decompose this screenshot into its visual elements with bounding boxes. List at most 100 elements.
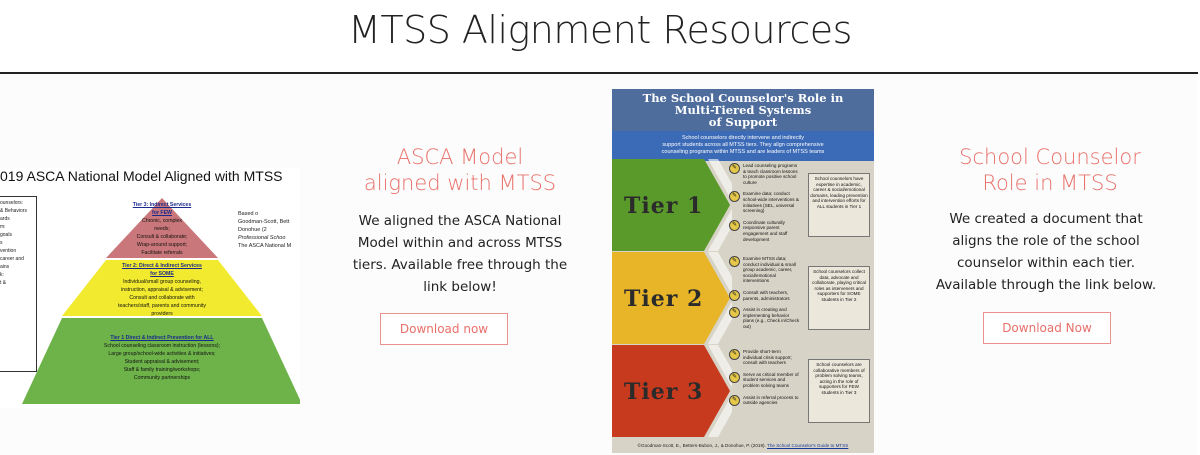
counselor-role-title-line2: Role in MTSS [982, 171, 1118, 195]
pyramid-left-line: vention [0, 248, 17, 254]
tier-roles-list: ✎Examine MTSS data; conduct individual &… [729, 256, 801, 336]
tier-role-item: ✎Lead counseling programs & teach classr… [729, 163, 801, 185]
tier-role-item: ✎Assist in creating and implementing beh… [729, 307, 801, 329]
tier-summary: School counselors collect data, advocate… [808, 266, 870, 330]
pyramid-citation-line: Professional Schoo [238, 235, 286, 241]
tier-arrow-shape [612, 252, 732, 344]
tier-summary: School counselors have expertise in acad… [808, 173, 870, 237]
tier-role-text: Consult with teachers, parents, administ… [743, 289, 790, 301]
pencil-icon: ✎ [729, 191, 740, 203]
asca-model-description-line: link below! [423, 279, 497, 295]
tier1-line: Student appraisal & advisement; [124, 359, 200, 365]
infographic-tier-1: Tier 1✎Lead counseling programs & teach … [612, 159, 874, 251]
tier-role-text: Examine MTSS data; conduct individual & … [743, 256, 796, 284]
tier-role-text: Assist in referral process to outside ag… [743, 394, 799, 406]
tier-arrow-fill [612, 345, 730, 437]
pyramid-tier3-text: Tier 3: Indirect Services for FEW Chroni… [112, 201, 212, 257]
tier-arrow-chevron [708, 159, 732, 251]
asca-model-download-button[interactable]: Download now [380, 313, 508, 345]
pyramid-citation-line: The ASCA National M [238, 243, 292, 249]
tier-roles-list: ✎Lead counseling programs & teach classr… [729, 163, 801, 248]
tier1-heading: Tier 1 Direct & Indirect Prevention for … [110, 335, 214, 341]
pyramid-left-line: t & [0, 280, 7, 286]
tier-role-text: Examine data; conduct school-wide interv… [743, 191, 799, 214]
tier-role-item: ✎Consult with teachers, parents, adminis… [729, 289, 801, 301]
tier2-line: Consult and collaborate with [129, 295, 195, 301]
pyramid-left-line: ards [0, 216, 10, 222]
tier1-line: Large group/school-wide activities & ini… [108, 351, 216, 357]
asca-model-title: ASCA Model aligned with MTSS [330, 144, 590, 196]
pyramid-tier2 [62, 260, 262, 316]
tier3-line: Consult & collaborate; [136, 234, 188, 240]
tier2-line: instruction, appraisal & advisement; [121, 287, 203, 293]
tier-arrow-shape [612, 159, 732, 251]
counselor-role-description-line: counselor within each tier. [956, 255, 1136, 271]
tier-role-item: ✎Coordinate culturally responsive parent… [729, 219, 801, 242]
infographic-tier-2: Tier 2✎Examine MTSS data; conduct indivi… [612, 252, 874, 344]
tier3-heading: Tier 3: Indirect Services [132, 202, 192, 208]
pencil-icon: ✎ [729, 394, 740, 406]
tier-role-item: ✎Assist in referral process to outside a… [729, 394, 801, 406]
pyramid-left-line: ounselors: [0, 200, 24, 206]
pyramid-title: 019 ASCA National Model Aligned with MTS… [0, 168, 283, 184]
tier-role-text: Coordinate culturally responsive parent … [743, 219, 788, 242]
tier-arrow-fill [612, 252, 730, 344]
tier-role-item: ✎Serve as critical member of student ser… [729, 371, 801, 389]
tier-role-item: ✎Examine MTSS data; conduct individual &… [729, 256, 801, 284]
pyramid-citation-line: Donohue (2 [238, 227, 267, 233]
tier3-line: needs; [154, 226, 170, 232]
tier1-line: Staff & family training/workshops; [123, 367, 201, 373]
pyramid-left-line: goals [0, 232, 12, 238]
counselor-role-title-line1: School Counselor [959, 145, 1141, 169]
tier3-line: Wrap-around support; [136, 242, 188, 248]
tier-summary: School counselors are collaborative memb… [808, 359, 870, 423]
tier-role-text: Lead counseling programs & teach classro… [743, 163, 798, 185]
tier1-line: School counseling classroom instruction … [103, 343, 221, 349]
tier-arrow-fill [612, 159, 730, 251]
tier3-line: Facilitate referrals [141, 250, 183, 256]
pyramid-citation-line: Goodman-Scott, Bett [238, 219, 290, 225]
pyramid-left-line: s [0, 240, 3, 246]
tier-label: Tier 2 [624, 286, 704, 312]
pyramid-tier1 [22, 318, 300, 404]
counselor-role-download-button[interactable]: Download Now [983, 312, 1111, 344]
infographic-title-line: Multi-Tiered Systems [674, 103, 812, 117]
asca-model-description-line: Model within and across MTSS [357, 235, 563, 251]
pencil-icon: ✎ [729, 349, 740, 360]
infographic-footer: ©Goodman-Scott, E., Betters-Bubon, J., &… [612, 439, 874, 453]
tier3-line: Chronic, complex [141, 218, 183, 224]
infographic-tier-3: Tier 3✎Provide short-term individual cri… [612, 345, 874, 437]
infographic-subtitle: School counselors directly intervene and… [612, 131, 874, 161]
asca-model-title-line1: ASCA Model [396, 145, 524, 169]
infographic-subtitle-line: School counselors directly intervene and… [682, 135, 804, 141]
asca-model-title-line2: aligned with MTSS [363, 171, 557, 195]
tier2-line: Individual/small group counseling, [123, 279, 201, 285]
tier2-heading: Tier 2: Direct & Indirect Services [122, 263, 202, 269]
page-title: MTSS Alignment Resources [348, 8, 852, 52]
tier-arrow-chevron [708, 345, 732, 437]
tier-arrow-chevron [708, 252, 732, 344]
tier-label: Tier 3 [624, 379, 704, 405]
counselor-role-description-line: aligns the role of the school [952, 233, 1140, 249]
pencil-icon: ✎ [729, 256, 740, 267]
pencil-icon: ✎ [729, 163, 740, 174]
pencil-icon: ✎ [729, 289, 740, 301]
pyramid-left-line: ains [0, 264, 10, 270]
tier1-line: Community partnerships [133, 375, 191, 381]
infographic-subtitle-line: support students across all MTSS tiers. … [662, 142, 824, 148]
tier-roles-list: ✎Provide short-term individual crisis su… [729, 349, 801, 412]
tier-role-text: Serve as critical member of student serv… [743, 371, 799, 388]
infographic-footer-citation: ©Goodman-Scott, E., Betters-Bubon, J., &… [637, 443, 766, 448]
infographic-title-line: The School Counselor's Role in [642, 91, 844, 105]
counselor-role-description-line: We created a document that [949, 211, 1143, 227]
counselor-role-description-line: Available through the link below. [935, 277, 1157, 293]
tier-arrow-shape [612, 345, 732, 437]
asca-mtss-pyramid-image[interactable]: 019 ASCA National Model Aligned with MTS… [0, 168, 300, 408]
pencil-icon: ✎ [729, 219, 740, 231]
tier-role-text: Provide short-term individual crisis sup… [743, 349, 792, 366]
pencil-icon: ✎ [729, 307, 740, 319]
